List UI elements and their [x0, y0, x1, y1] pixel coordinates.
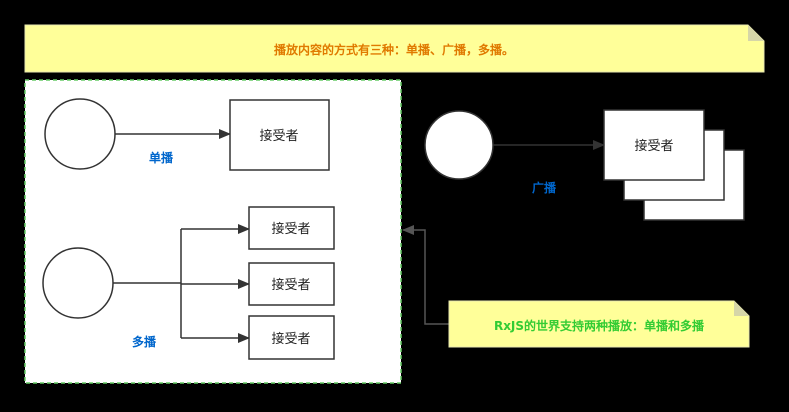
unicast-label: 单播	[149, 150, 174, 165]
note-connector-arrow	[402, 225, 449, 325]
multicast-receiver-box-2	[248, 262, 335, 306]
bottom-note-text: RxJS的世界支持两种播放：单播和多播	[494, 318, 705, 333]
broadcast-receiver-box	[603, 109, 705, 181]
broadcast-group: 接受者 广播	[424, 109, 745, 221]
multicast-source-node	[42, 247, 114, 319]
top-note-shape	[24, 24, 765, 73]
broadcast-label: 广播	[532, 180, 557, 195]
bottom-note-fold	[734, 301, 749, 316]
multicast-receiver-label-3: 接受者	[271, 331, 310, 347]
bottom-note-shape	[448, 300, 750, 348]
bottom-note: RxJS的世界支持两种播放：单播和多播	[448, 300, 750, 348]
multicast-receiver-label-2: 接受者	[271, 277, 310, 293]
multicast-group: 接受者 接受者 接受者 多播	[42, 206, 335, 360]
broadcast-source-node	[424, 110, 494, 180]
unicast-source-node	[44, 98, 116, 170]
top-note: 播放内容的方式有三种：单播、广播，多播。	[24, 24, 765, 73]
top-note-text: 播放内容的方式有三种：单播、广播，多播。	[274, 42, 514, 57]
broadcast-receiver-label: 接受者	[634, 138, 673, 154]
unicast-receiver-label: 接受者	[259, 128, 298, 144]
unicast-receiver-box	[229, 99, 330, 171]
multicast-receiver-box-1	[248, 206, 335, 250]
multicast-receiver-label-1: 接受者	[271, 221, 310, 237]
top-note-fold	[748, 25, 764, 41]
multicast-label: 多播	[132, 334, 157, 349]
multicast-receiver-box-3	[248, 315, 335, 360]
unicast-group: 接受者 单播	[44, 98, 330, 171]
